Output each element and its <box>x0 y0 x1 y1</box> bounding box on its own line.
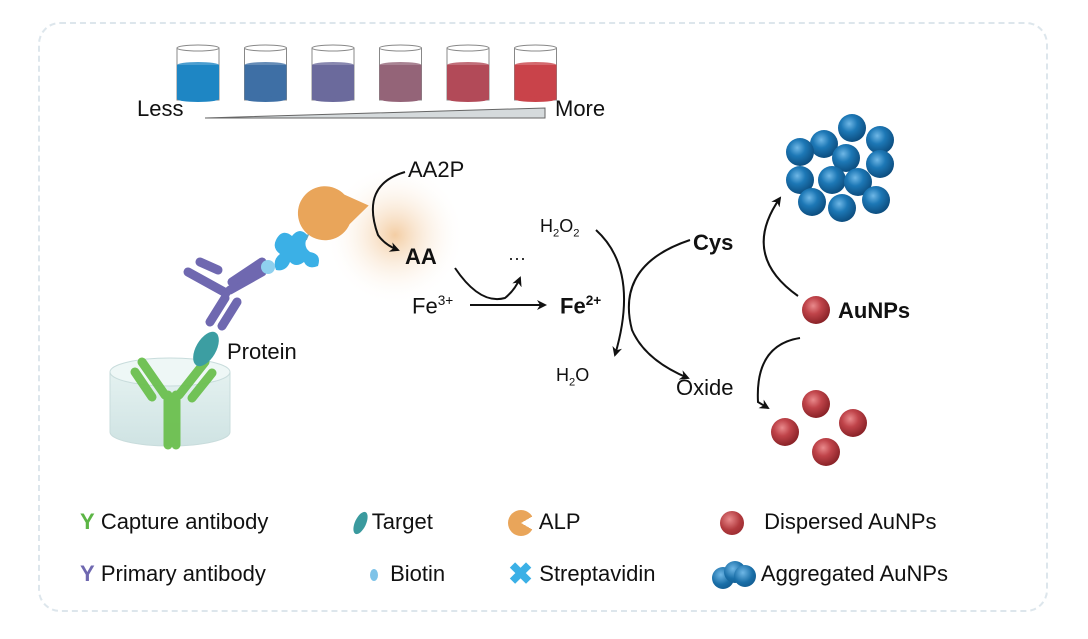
target-protein <box>193 331 219 367</box>
alp-enzyme <box>297 186 369 241</box>
legend-item-biotin: Biotin <box>370 561 445 587</box>
capture-antibody-icon: Y <box>80 509 95 534</box>
alp-glow <box>325 165 465 305</box>
aggregated-aunp <box>786 138 814 166</box>
byproduct-dots: ··· <box>508 248 526 268</box>
protein-label: Protein <box>227 339 297 364</box>
primary-antibody <box>183 257 267 331</box>
biotin-icon <box>370 569 378 582</box>
fe3-label: Fe3+ <box>412 293 454 319</box>
beaker <box>244 44 287 102</box>
streptavidin-icon: ✖ <box>508 558 534 592</box>
legend-item-dispersed-aunps: Dispersed AuNPs <box>720 509 937 536</box>
legend-item-aggregated-aunps: Aggregated AuNPs <box>712 561 948 590</box>
legend-item-target: Target <box>350 509 433 537</box>
dispersed-aunp-icon <box>720 511 744 536</box>
aunps-label: AuNPs <box>838 298 911 323</box>
aggregated-aunp-icon <box>712 561 756 590</box>
aggregated-aunp <box>862 186 890 214</box>
cys-label: Cys <box>693 230 734 255</box>
aggregated-aunps-cluster <box>786 114 894 222</box>
aggregated-aunp <box>838 114 866 142</box>
aggregated-aunp <box>832 144 860 172</box>
aggregated-aunp <box>818 166 846 194</box>
capture-antibody <box>130 357 217 450</box>
beaker <box>176 44 220 102</box>
dispersed-aunps <box>771 390 867 466</box>
aggregated-aunp <box>866 126 894 154</box>
biotin <box>261 260 275 274</box>
aa-label: AA <box>405 244 437 269</box>
aggregated-aunp <box>844 168 872 196</box>
h2o2-label: H2O2 <box>540 216 580 240</box>
more-label: More <box>555 96 606 121</box>
beaker <box>514 44 557 102</box>
aggregated-aunp <box>810 130 838 158</box>
aggregated-aunp <box>828 194 856 222</box>
gradient-wedge <box>204 107 546 119</box>
legend-item-capture-antibody: Y Capture antibody <box>80 509 269 534</box>
primary-antibody-icon: Y <box>80 561 95 586</box>
reaction-arrows <box>371 171 801 410</box>
aunp-particle <box>802 296 830 324</box>
streptavidin <box>274 231 319 271</box>
fe2-label: Fe2+ <box>560 293 602 319</box>
beaker <box>311 44 355 102</box>
aggregated-aunp <box>798 188 826 216</box>
legend-item-primary-antibody: Y Primary antibody <box>80 561 266 586</box>
oxide-label: Oxide <box>676 375 734 400</box>
aggregated-aunp <box>866 150 894 178</box>
alp-icon <box>508 510 534 537</box>
less-label: Less <box>137 96 184 121</box>
aa2p-label: AA2P <box>408 157 465 182</box>
color-gradient-beakers <box>176 44 557 102</box>
h2o-label: H2O <box>556 365 590 389</box>
aggregated-aunp <box>786 166 814 194</box>
beaker <box>446 44 490 102</box>
beaker <box>379 44 422 102</box>
legend-item-alp: ALP <box>508 509 581 537</box>
diagram-frame <box>38 22 1048 612</box>
legend-item-streptavidin: ✖ Streptavidin <box>508 558 656 592</box>
